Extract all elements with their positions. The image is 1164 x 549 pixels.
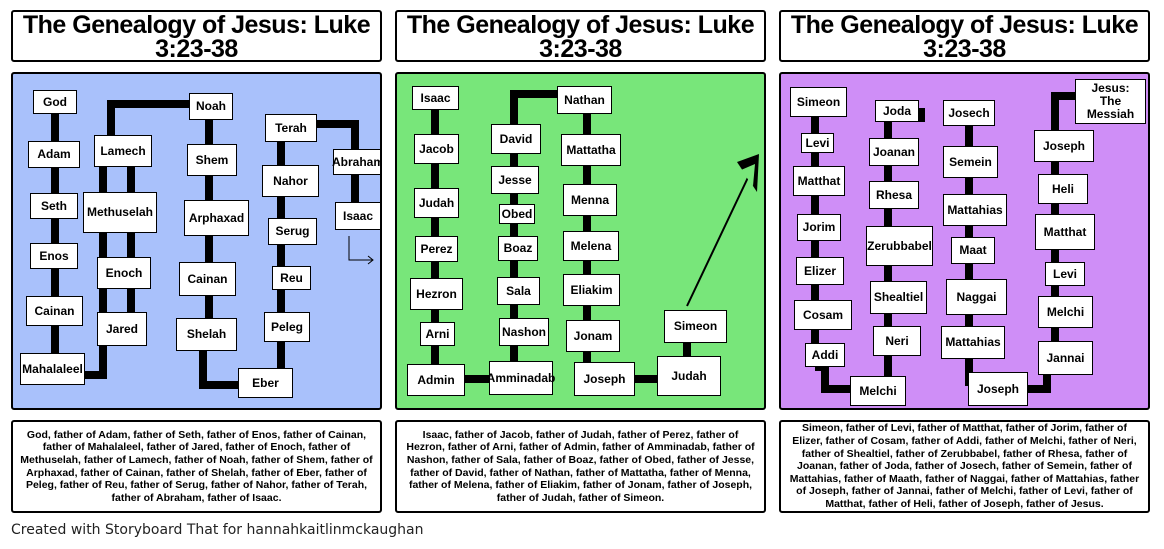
name-box: Semein <box>943 146 998 178</box>
name-box: Nashon <box>499 318 549 346</box>
name-box: Matthat <box>1035 214 1095 250</box>
panel-title: The Genealogy of Jesus: Luke 3:23-38 <box>395 10 766 62</box>
name-box: Isaac <box>335 202 380 230</box>
name-box: Shem <box>187 144 237 176</box>
name-box: Methuselah <box>83 192 157 233</box>
name-box: Melchi <box>850 376 906 406</box>
name-box: Simeon <box>790 87 847 117</box>
name-box: Levi <box>1045 262 1085 286</box>
name-box: Menna <box>563 184 617 216</box>
name-box: Maat <box>951 237 995 264</box>
name-box: Reu <box>272 266 311 290</box>
name-box: Hezron <box>410 278 463 310</box>
name-box: Seth <box>30 193 78 219</box>
name-box: Matthat <box>793 166 845 196</box>
name-box: Noah <box>189 93 233 120</box>
name-box: Boaz <box>498 236 538 261</box>
name-box: Arni <box>420 322 455 346</box>
name-box: God <box>33 90 77 114</box>
name-box: Enos <box>30 243 78 269</box>
name-box: Jonam <box>566 320 620 352</box>
name-box: Zerubbabel <box>866 226 933 266</box>
name-box: Jesus: The Messiah <box>1075 79 1146 124</box>
name-box: Josech <box>943 100 995 126</box>
name-box: Cainan <box>179 262 236 296</box>
name-box: Joda <box>875 100 919 122</box>
name-box: Jacob <box>414 134 459 164</box>
panel-scene: Isaac Jacob Judah Perez Hezron Arni Admi… <box>395 72 766 410</box>
name-box: Melena <box>563 231 619 261</box>
panel-scene: God Adam Seth Enos Cainan Mahalaleel Lam… <box>11 72 382 410</box>
name-box: Perez <box>415 236 458 262</box>
name-box: Jesse <box>491 166 539 194</box>
name-box: Nahor <box>262 165 319 197</box>
name-box: Joanan <box>869 138 919 166</box>
name-box: Cainan <box>26 296 83 326</box>
name-box: Naggai <box>946 279 1007 315</box>
name-box: Shealtiel <box>870 281 927 314</box>
name-box: Joseph <box>1034 130 1094 162</box>
footer-credit: Created with Storyboard That for hannahk… <box>11 522 424 538</box>
panel-2: The Genealogy of Jesus: Luke 3:23-38 Isa… <box>395 0 770 515</box>
name-box: Levi <box>801 133 834 153</box>
name-box: Arphaxad <box>184 200 249 236</box>
name-box: Nathan <box>557 86 612 114</box>
name-box: Isaac <box>412 86 459 110</box>
name-box: Admin <box>407 364 465 396</box>
panel-caption: Simeon, father of Levi, father of Mattha… <box>779 420 1150 513</box>
name-box: Joseph <box>968 372 1028 406</box>
name-box: Rhesa <box>869 181 919 209</box>
name-box: Sala <box>497 277 540 305</box>
name-box: Mattahias <box>941 326 1005 359</box>
name-box: Joseph <box>574 362 635 396</box>
name-box: Abraham <box>332 149 380 175</box>
name-box: Obed <box>499 204 535 224</box>
name-box: Jannai <box>1038 341 1093 375</box>
name-box: Neri <box>873 326 921 356</box>
panel-title: The Genealogy of Jesus: Luke 3:23-38 <box>11 10 382 62</box>
name-box: Simeon <box>664 310 727 343</box>
panel-1: The Genealogy of Jesus: Luke 3:23-38 God… <box>11 0 386 515</box>
name-box: Melchi <box>1038 296 1093 328</box>
name-box: Amminadab <box>487 361 555 395</box>
name-box: Lamech <box>94 135 152 167</box>
name-box: Serug <box>268 218 317 245</box>
name-box: David <box>491 124 541 154</box>
name-box: Addi <box>805 343 845 367</box>
name-box: Elizer <box>796 257 844 285</box>
name-box: Heli <box>1038 174 1088 204</box>
name-box: Judah <box>657 356 721 396</box>
name-box: Cosam <box>794 300 852 330</box>
name-box: Eber <box>238 368 293 398</box>
name-box: Jared <box>97 312 147 346</box>
panel-caption: God, father of Adam, father of Seth, fat… <box>11 420 382 513</box>
name-box: Mattatha <box>561 134 621 166</box>
name-box: Mattahias <box>943 194 1007 226</box>
name-box: Peleg <box>264 312 310 342</box>
name-box: Terah <box>265 114 317 142</box>
panel-caption: Isaac, father of Jacob, father of Judah,… <box>395 420 766 513</box>
panel-scene: Simeon Levi Matthat Jorim Elizer Cosam A… <box>779 72 1150 410</box>
name-box: Judah <box>414 188 459 218</box>
name-box: Enoch <box>97 257 151 289</box>
panel-3: The Genealogy of Jesus: Luke 3:23-38 Sim… <box>779 0 1154 515</box>
panel-title: The Genealogy of Jesus: Luke 3:23-38 <box>779 10 1150 62</box>
name-box: Eliakim <box>563 274 620 306</box>
name-box: Adam <box>28 141 80 168</box>
name-box: Shelah <box>176 318 237 351</box>
name-box: Mahalaleel <box>20 353 85 385</box>
name-box: Jorim <box>797 214 841 241</box>
